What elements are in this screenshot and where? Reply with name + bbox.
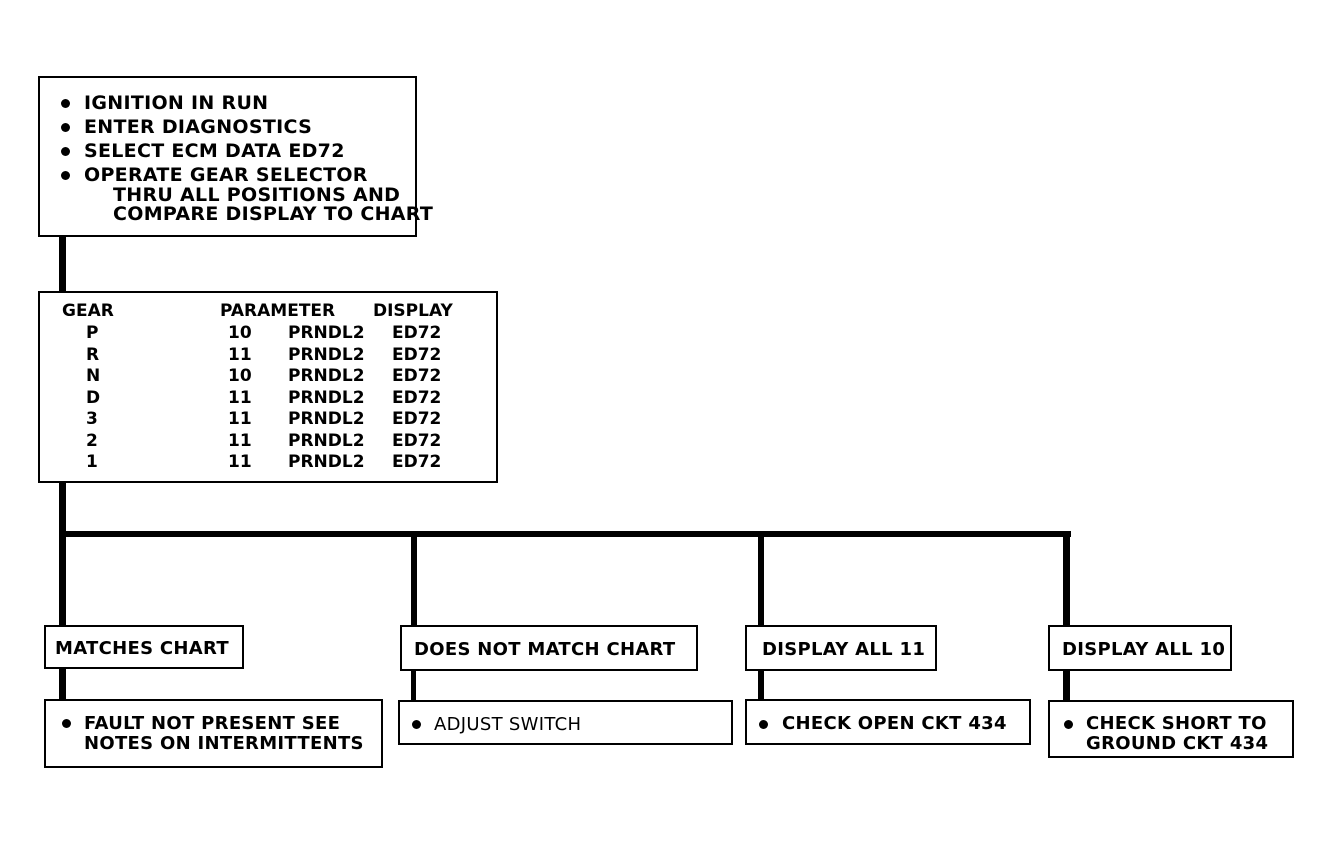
- connector-chart-to-bus: [59, 482, 66, 537]
- table-cell-gear: 3: [86, 409, 98, 429]
- table-cell-display: ED72: [392, 323, 442, 343]
- table-cell-display: ED72: [392, 387, 442, 408]
- condition-display-all-10: DISPLAY ALL 10: [1048, 625, 1232, 671]
- condition-does-not-match-chart: DOES NOT MATCH CHART: [400, 625, 698, 671]
- connector-condition3-to-action3: [758, 669, 764, 701]
- action-line-1: CHECK OPEN CKT 434: [782, 713, 1007, 734]
- table-cell-parameter-name: PRNDL2: [288, 409, 365, 429]
- table-header-gear: GEAR: [62, 301, 114, 321]
- condition-matches-chart: MATCHES CHART: [44, 625, 244, 669]
- table-cell-gear: 2: [86, 430, 98, 451]
- table-cell-display: ED72: [392, 452, 442, 472]
- bullet-icon: [759, 720, 768, 729]
- action-check-short-to-ground: CHECK SHORT TO GROUND CKT 434: [1048, 700, 1294, 758]
- action-line-1: FAULT NOT PRESENT SEE: [84, 713, 341, 734]
- table-cell-gear: P: [86, 323, 99, 343]
- action-line-1: ADJUST SWITCH: [434, 714, 582, 735]
- bullet-icon: [61, 99, 70, 108]
- instruction-step-3: SELECT ECM DATA ED72: [84, 140, 345, 162]
- table-cell-parameter: 10: [228, 366, 252, 386]
- condition-label: DOES NOT MATCH CHART: [414, 639, 676, 660]
- branch-drop-2: [411, 531, 417, 626]
- action-adjust-switch: ADJUST SWITCH: [398, 700, 733, 745]
- bullet-icon: [61, 147, 70, 156]
- table-cell-parameter: 10: [228, 323, 252, 343]
- table-cell-parameter: 11: [228, 344, 252, 365]
- table-cell-gear: R: [86, 344, 100, 365]
- table-cell-parameter: 11: [228, 452, 252, 472]
- table-cell-parameter-name: PRNDL2: [288, 430, 365, 451]
- branch-drop-4: [1063, 531, 1070, 626]
- table-cell-display: ED72: [392, 430, 442, 451]
- action-line-2: GROUND CKT 434: [1086, 733, 1269, 754]
- instruction-step-4: OPERATE GEAR SELECTOR: [84, 164, 368, 186]
- table-cell-gear: D: [86, 387, 101, 408]
- connector-start-to-chart: [59, 236, 66, 292]
- action-line-2: NOTES ON INTERMITTENTS: [84, 733, 364, 754]
- table-cell-parameter-name: PRNDL2: [288, 323, 365, 343]
- bullet-icon: [61, 123, 70, 132]
- start-instructions-box: IGNITION IN RUN ENTER DIAGNOSTICS SELECT…: [38, 76, 433, 237]
- table-cell-parameter: 11: [228, 387, 252, 408]
- bullet-icon: [1064, 720, 1073, 729]
- bullet-icon: [61, 171, 70, 180]
- instruction-step-4-line-2: THRU ALL POSITIONS AND: [113, 184, 401, 206]
- horizontal-branch-bus: [59, 531, 1071, 537]
- instruction-step-1: IGNITION IN RUN: [84, 92, 269, 114]
- action-fault-not-present: FAULT NOT PRESENT SEE NOTES ON INTERMITT…: [44, 699, 383, 768]
- table-cell-display: ED72: [392, 366, 442, 386]
- table-header-parameter: PARAMETER: [220, 301, 336, 321]
- bullet-icon: [62, 719, 71, 728]
- table-cell-display: ED72: [392, 409, 442, 429]
- connector-condition1-to-action1: [59, 667, 66, 700]
- table-cell-display: ED72: [392, 344, 442, 365]
- condition-label: MATCHES CHART: [55, 638, 229, 659]
- bullet-icon: [412, 720, 421, 729]
- instruction-step-4-line-3: COMPARE DISPLAY TO CHART: [113, 203, 434, 225]
- instruction-step-2: ENTER DIAGNOSTICS: [84, 116, 313, 138]
- condition-display-all-11: DISPLAY ALL 11: [745, 625, 937, 671]
- table-cell-parameter-name: PRNDL2: [288, 344, 365, 365]
- table-cell-parameter: 11: [228, 430, 252, 451]
- action-check-open-ckt: CHECK OPEN CKT 434: [745, 699, 1031, 745]
- table-cell-parameter: 11: [228, 409, 252, 429]
- condition-label: DISPLAY ALL 11: [762, 639, 926, 660]
- table-cell-gear: 1: [86, 452, 98, 472]
- branch-drop-3: [758, 531, 764, 626]
- table-cell-gear: N: [86, 366, 101, 386]
- branch-drop-1: [59, 531, 66, 625]
- table-cell-parameter-name: PRNDL2: [288, 387, 365, 408]
- connector-condition2-to-action2: [411, 669, 416, 701]
- connector-condition4-to-action4: [1063, 669, 1070, 702]
- condition-label: DISPLAY ALL 10: [1062, 639, 1226, 660]
- action-line-1: CHECK SHORT TO: [1086, 713, 1267, 734]
- table-header-display: DISPLAY: [373, 301, 453, 321]
- table-cell-parameter-name: PRNDL2: [288, 452, 365, 472]
- table-cell-parameter-name: PRNDL2: [288, 366, 365, 386]
